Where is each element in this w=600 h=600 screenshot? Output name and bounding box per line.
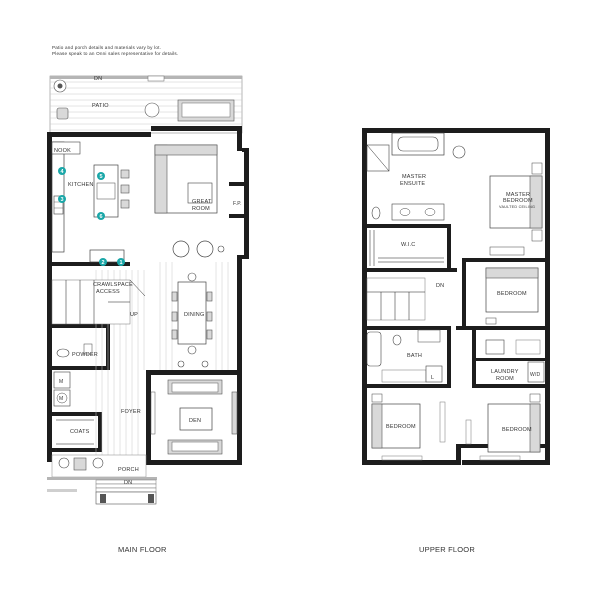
note-line-1: Patio and porch details and materials va… — [52, 45, 161, 50]
main-floor-title: MAIN FLOOR — [118, 545, 167, 554]
marker-6[interactable]: 6 — [97, 212, 105, 220]
great-room-label: GREAT — [192, 199, 212, 205]
svg-text:1: 1 — [120, 260, 123, 266]
patio-chair-icon — [56, 107, 69, 120]
linen-label: L — [431, 375, 434, 381]
svg-text:5: 5 — [100, 174, 103, 180]
laundry-label-2: ROOM — [496, 376, 514, 382]
wic-shelving — [369, 230, 444, 266]
master-bedroom-label: MASTER — [506, 192, 530, 198]
nook-label: NOOK — [54, 148, 71, 154]
coats-label: COATS — [70, 429, 90, 435]
master-bedroom-label-3: VAULTED CEILING — [499, 205, 535, 209]
dining-table — [171, 272, 213, 368]
svg-text:3: 3 — [61, 197, 64, 203]
powder-fixtures — [56, 343, 93, 358]
bedroom-right-bed — [485, 267, 539, 325]
dining-label: DINING — [184, 312, 204, 318]
main-stairs — [51, 279, 146, 325]
kitchen-label: KITCHEN — [68, 182, 94, 188]
patio-dn-label: DN — [94, 76, 102, 82]
upper-stairs-dn-label: DN — [436, 283, 444, 289]
bedroom-bottom-label: BEDROOM — [502, 427, 532, 433]
crawlspace-label: CRAWLSPACE — [93, 282, 133, 288]
marker-4[interactable]: 4 — [58, 167, 66, 175]
marker-1[interactable]: 1 — [117, 258, 125, 266]
fireplace-label: F.P. — [233, 201, 242, 207]
svg-text:2: 2 — [102, 260, 105, 266]
note-line-2: Please speak to an Onni sales representa… — [52, 51, 178, 56]
nook-bench — [51, 141, 81, 155]
den-label: DEN — [189, 418, 201, 424]
svg-text:6: 6 — [100, 214, 103, 220]
den-furniture — [150, 379, 238, 455]
upper-floor-title: UPPER FLOOR — [419, 545, 475, 554]
porch-area — [47, 454, 157, 505]
stairs-up-label: UP — [130, 312, 138, 318]
laundry-fixtures — [485, 339, 545, 383]
porch-dn-label: DN — [124, 480, 132, 486]
patio-sofa-icon — [144, 99, 235, 122]
powder-label: POWDER — [72, 352, 98, 358]
bedroom-bottom-bed — [465, 393, 541, 461]
wic-label: W.I.C — [401, 242, 415, 248]
washer-dryer-main: M M — [53, 371, 71, 407]
ensuite-fixtures — [366, 132, 466, 221]
bath-label: BATH — [407, 353, 422, 359]
coats-closet — [56, 419, 94, 445]
wd-label: W/D — [530, 372, 541, 378]
bedroom-left-label: BEDROOM — [386, 424, 416, 430]
marker-2[interactable]: 2 — [99, 258, 107, 266]
upper-stairs — [366, 277, 426, 321]
patio-plant-icon — [53, 79, 67, 93]
patio-label: PATIO — [92, 103, 109, 109]
great-room-label-2: ROOM — [192, 206, 210, 212]
main-floor-plan: DN PATIO — [47, 75, 249, 505]
porch-label: PORCH — [118, 467, 139, 473]
marker-5[interactable]: 5 — [97, 172, 105, 180]
master-bedroom-label-2: BEDROOM — [503, 198, 533, 204]
bedroom-right-label: BEDROOM — [497, 291, 527, 297]
svg-text:4: 4 — [61, 169, 65, 175]
bath-fixtures — [366, 329, 443, 383]
master-ensuite-label: MASTER — [402, 174, 426, 180]
crawlspace-label-2: ACCESS — [96, 289, 120, 295]
svg-text:M: M — [59, 396, 63, 402]
marker-3[interactable]: 3 — [58, 195, 66, 203]
great-room-sofa — [154, 144, 218, 214]
foyer-label: FOYER — [121, 409, 141, 415]
master-bed — [489, 162, 543, 256]
bedroom-left-bed — [371, 393, 446, 461]
upper-floor-plan: MASTER ENSUITE MASTER BEDROOM VAULTED CE… — [362, 128, 550, 465]
master-ensuite-label-2: ENSUITE — [400, 181, 425, 187]
svg-text:M: M — [59, 379, 63, 385]
laundry-label: LAUNDRY — [491, 369, 519, 375]
great-room-chairs — [172, 240, 225, 258]
